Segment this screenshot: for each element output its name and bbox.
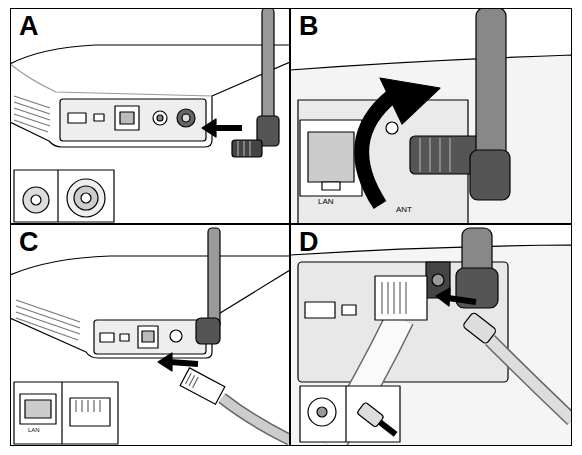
step-panel: B [290,8,572,224]
step-letter: B [299,13,319,40]
step-letter: D [299,229,319,256]
port-label: LAN [318,198,334,206]
step-panel: A [10,8,290,224]
port-label: ANT [396,206,412,214]
panel-d-art [290,228,572,446]
port-label: LAN [28,427,40,433]
panel-b-art [290,8,572,224]
step-panel: D [290,224,572,446]
step-panel: C [10,224,290,446]
step-letter: C [19,229,39,256]
vents [14,96,50,132]
panel-c-art [10,228,290,444]
panel-a-art [10,8,290,222]
step-letter: A [19,13,39,40]
